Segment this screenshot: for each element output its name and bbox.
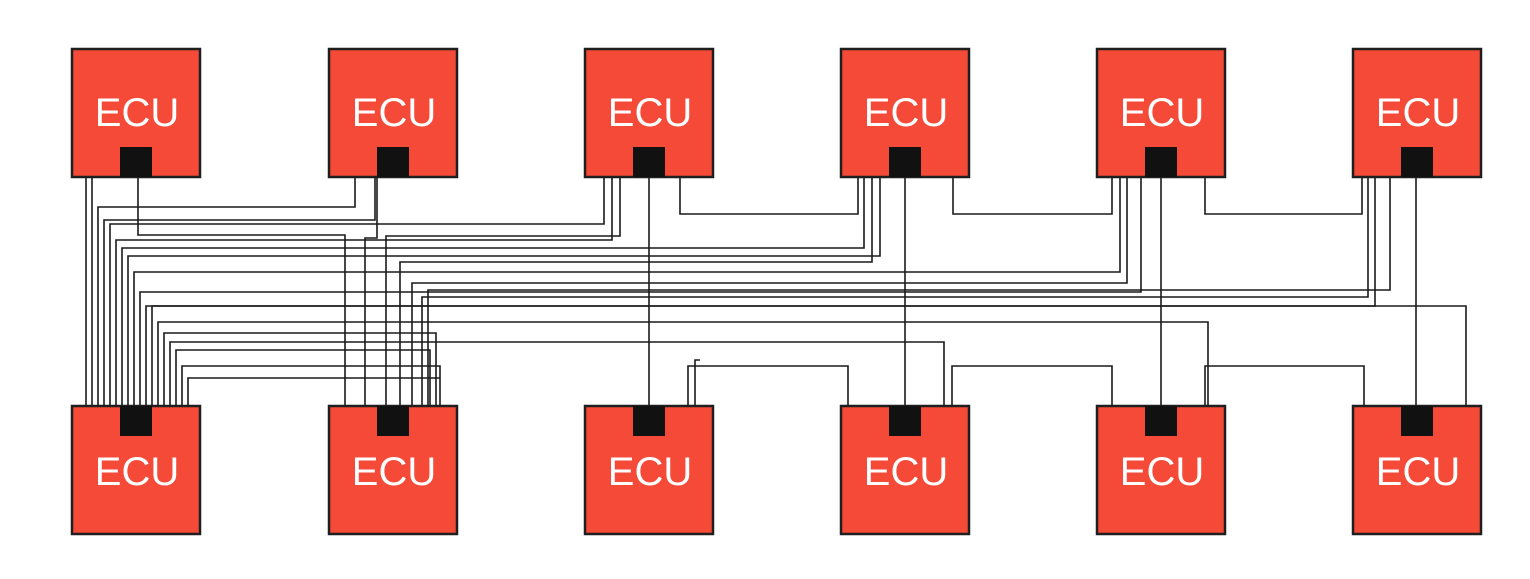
wire <box>169 341 945 406</box>
wire <box>157 321 1209 406</box>
ecu-node: ECU <box>70 404 202 536</box>
ecu-label: ECU <box>95 91 179 135</box>
wire <box>151 305 1467 406</box>
ecu-port <box>120 147 152 177</box>
ecu-port <box>1401 406 1433 436</box>
ecu-label: ECU <box>1120 450 1204 494</box>
ecu-label: ECU <box>1376 91 1460 135</box>
ecu-port <box>633 147 665 177</box>
ecu-label: ECU <box>95 450 179 494</box>
ecu-node: ECU <box>1095 47 1227 179</box>
wire <box>133 177 1121 406</box>
wire <box>952 177 1113 215</box>
ecu-port <box>120 406 152 436</box>
ecu-port <box>1145 147 1177 177</box>
ecu-node: ECU <box>70 47 202 179</box>
ecu-port <box>633 406 665 436</box>
wire <box>121 177 865 406</box>
ecu-port <box>377 147 409 177</box>
wire <box>679 177 859 215</box>
ecu-label: ECU <box>1120 91 1204 135</box>
ecu-node: ECU <box>327 47 459 179</box>
ecu-label: ECU <box>864 91 948 135</box>
wire <box>181 365 441 406</box>
wire <box>399 177 873 406</box>
wire <box>385 177 621 406</box>
wire <box>411 177 1128 406</box>
ecu-label: ECU <box>352 91 436 135</box>
wire <box>951 365 1113 406</box>
ecu-label: ECU <box>352 450 436 494</box>
ecu-node: ECU <box>327 404 459 536</box>
wire <box>97 177 356 406</box>
wire <box>421 177 1369 406</box>
ecu-label: ECU <box>608 91 692 135</box>
ecu-port <box>889 406 921 436</box>
wire <box>163 332 437 406</box>
wire <box>137 177 346 406</box>
ecu-label: ECU <box>608 450 692 494</box>
ecu-node: ECU <box>1351 404 1483 536</box>
ecu-node: ECU <box>1095 404 1227 536</box>
wire <box>139 177 1142 406</box>
ecu-port <box>889 147 921 177</box>
ecu-port <box>1145 406 1177 436</box>
ecu-node: ECU <box>839 404 971 536</box>
wire <box>1204 365 1365 406</box>
wire <box>187 377 440 406</box>
wire <box>103 177 376 406</box>
ecu-port <box>1401 147 1433 177</box>
ecu-node: ECU <box>839 47 971 179</box>
ecu-node: ECU <box>583 404 715 536</box>
ecu-nodes: ECU ECU ECU ECU ECU ECU ECU ECU ECU ECU ECU ECU <box>70 47 1483 536</box>
wire <box>694 359 700 406</box>
wire <box>687 365 849 406</box>
wiring-harness <box>85 177 1467 406</box>
ecu-node: ECU <box>583 47 715 179</box>
wire <box>1204 177 1363 215</box>
ecu-port <box>377 406 409 436</box>
wire <box>427 177 1391 406</box>
wire <box>109 177 605 406</box>
ecu-label: ECU <box>1376 450 1460 494</box>
ecu-node: ECU <box>1351 47 1483 179</box>
wire <box>127 177 881 406</box>
wire <box>115 177 613 406</box>
ecu-label: ECU <box>864 450 948 494</box>
